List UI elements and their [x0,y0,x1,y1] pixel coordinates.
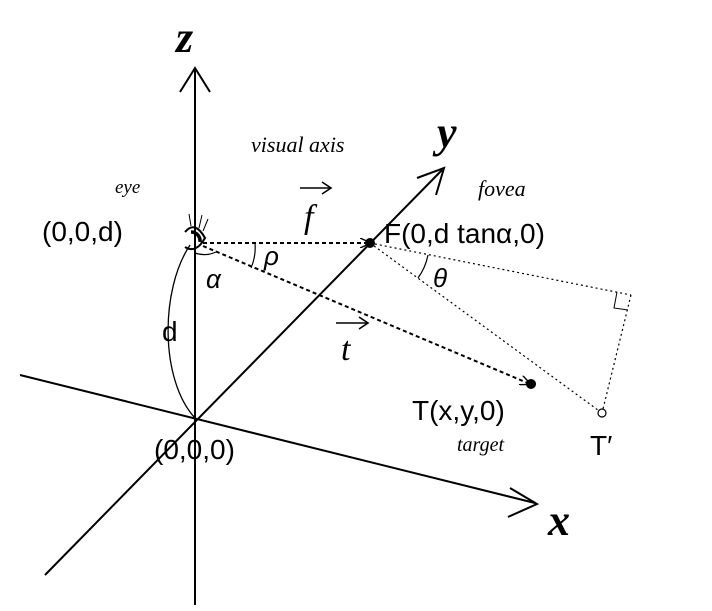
svg-text:t: t [341,331,352,368]
fovea-caption: fovea [478,176,526,201]
theta-arc [417,254,429,279]
target-point [526,379,536,389]
x-axis-label: x [547,496,570,545]
target-caption: target [457,434,504,456]
z-axis-label: z [174,13,193,62]
target-coordinate: T(x,y,0) [412,395,505,426]
rho-symbol: ρ [263,241,279,271]
projected-target-label: T′ [590,430,612,461]
y-axis [44,166,446,576]
vector-f-label: f [300,181,333,236]
theta-symbol: θ [433,263,447,293]
projected-target-point [597,408,607,418]
fovea-coordinate: F(0,d tanα,0) [384,218,545,249]
z-axis [179,66,211,605]
right-angle-mark [613,291,629,311]
alpha-arc [194,251,217,256]
eye-caption: eye [115,177,140,198]
fovea-point [365,238,375,248]
eye-coordinate: (0,0,d) [42,216,123,247]
x-axis [19,374,540,518]
visual-axis-label: visual axis [251,132,345,157]
height-label: d [162,316,178,347]
construction-lines [369,242,632,414]
eye-icon [184,213,209,251]
rho-arc [250,242,256,269]
y-axis-label: y [432,108,457,157]
height-curve [167,244,196,419]
svg-text:f: f [304,199,318,236]
vector-t-label: t [336,316,370,368]
target-vector [202,245,530,384]
alpha-symbol: α [206,264,222,294]
origin-coordinate: (0,0,0) [154,434,235,465]
